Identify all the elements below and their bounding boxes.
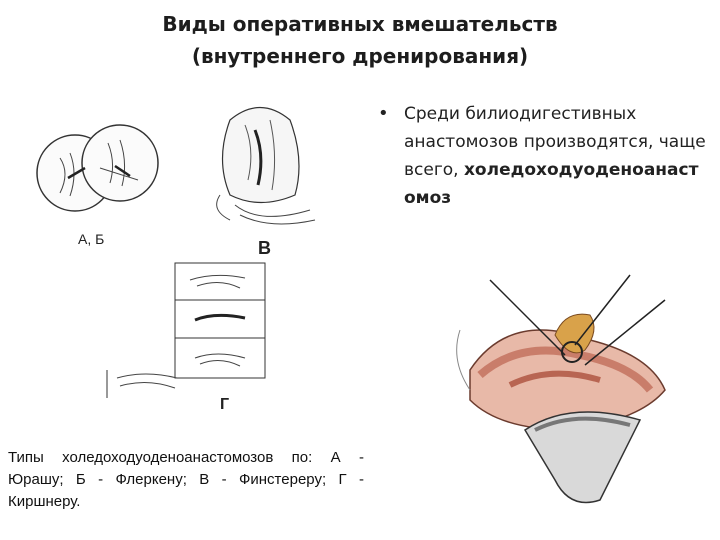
surgical-illustration	[456, 274, 666, 504]
figure-v-drawing	[216, 107, 316, 225]
title-line-1: Виды оперативных вмешательств	[162, 12, 558, 36]
bullet-icon: •	[378, 103, 389, 124]
page-title: Виды оперативных вмешательств (внутренне…	[60, 8, 660, 72]
title-line-2: (внутреннего дренирования)	[191, 44, 529, 68]
bullet-text-bold: холедоходуоденоанастомоз	[404, 160, 699, 208]
figure-g-drawing	[106, 262, 266, 398]
bullet-item: • Среди билиодигестивных анастомозов про…	[378, 100, 708, 212]
bullet-text: Среди билиодигестивных анастомозов произ…	[404, 100, 708, 212]
figure-ab-drawing	[36, 124, 159, 212]
figure-label-ab: А, Б	[78, 231, 105, 247]
figure-label-v: В	[258, 238, 271, 258]
figure-label-g: Г	[220, 396, 230, 413]
bullet-text-plain: Среди билиодигестивных анастомозов произ…	[404, 104, 706, 180]
figure-caption: Типы холедоходуоденоанастомозов по: А - …	[8, 449, 364, 510]
